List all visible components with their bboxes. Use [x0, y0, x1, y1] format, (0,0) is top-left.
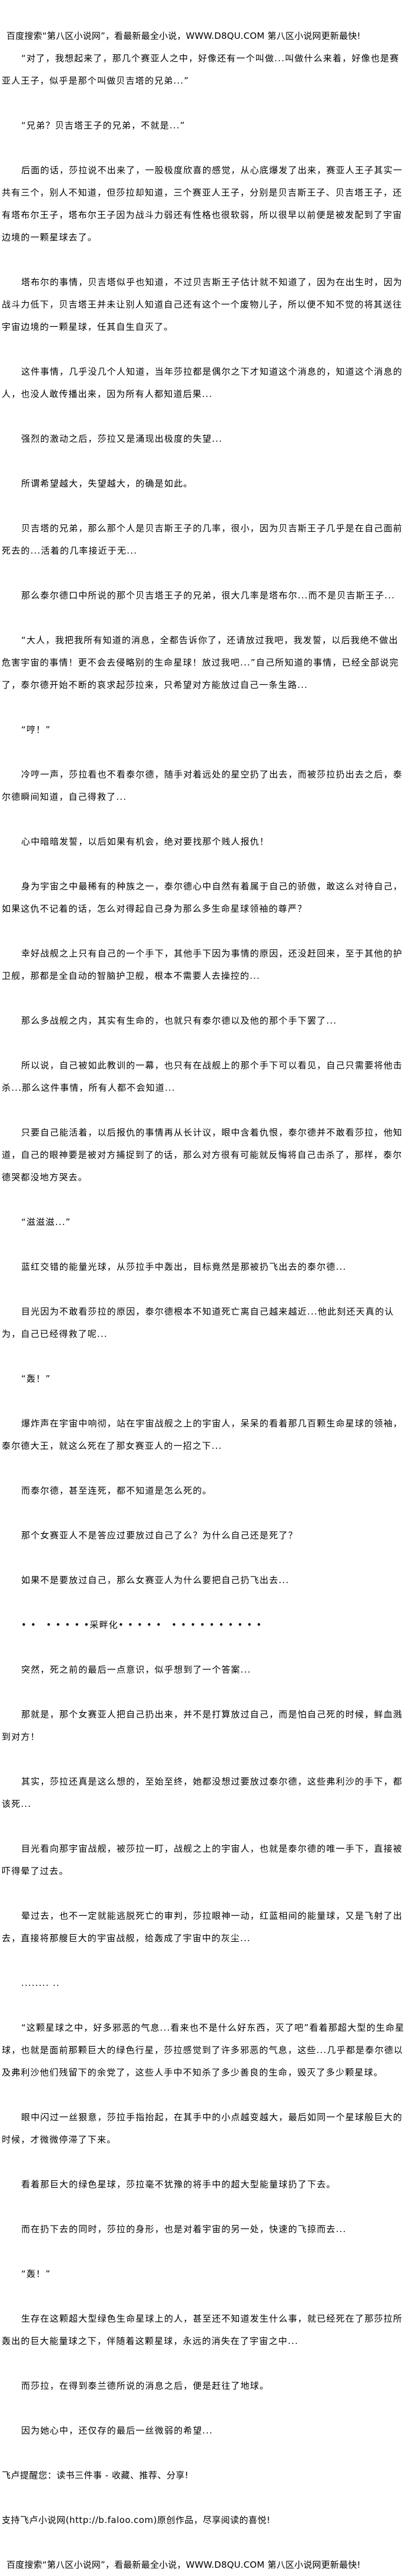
chapter-paragraph: 看着那巨大的绿色星球，莎拉毫不犹豫的将手中的超大型能量球扔了下去。 [21, 2179, 336, 2190]
chapter-paragraph: 幸好战舰之上只有自己的一个手下，其他手下因为事情的原因，还没赶回来，至于其他的护… [2, 948, 403, 981]
footer-note: 飞卢提醒您：读书三件事 - 收藏、推荐、分享! [2, 2470, 189, 2481]
chapter-paragraph: 这件事情，几乎没几个人知道，当年莎拉都是偶尔之下才知道这个消息的，知道这个消息的… [2, 366, 403, 399]
chapter-paragraph: 那么泰尔德口中所说的那个贝吉塔王子的兄弟，很大几率是塔布尔...而不是贝吉斯王子… [21, 590, 396, 601]
chapter-paragraph: 而在扔下去的同时，莎拉的身形，也是对着宇宙的另一处，快速的飞掠而去... [21, 2224, 347, 2234]
footer-note: 支持飞卢小说网(http://b.faloo.com)原创作品，尽享阅读的喜悦! [2, 2515, 271, 2525]
chapter-paragraph: “滋滋滋...” [21, 1217, 71, 1227]
chapter-paragraph: 那就是，那个女赛亚人把自己扔出来，并不是打算放过自己，而是怕自己死的时候，鲜血溅… [2, 1709, 403, 1742]
chapter-paragraph: 那个女赛亚人不是答应过要放过自己了么？为什么自己还是死了？ [21, 1530, 298, 1541]
chapter-paragraph: “哼！” [21, 724, 51, 735]
chapter-paragraph: 而泰尔德，甚至连死，都不知道是怎么死的。 [21, 1485, 212, 1496]
chapter-paragraph: 塔布尔的事情，贝吉塔似乎也知道，不过贝吉斯王子估计就不知道了，因为在出生时，因为… [2, 277, 403, 332]
chapter-paragraph: 而莎拉，在得到泰兰德所说的消息之后，便是赶往了地球。 [21, 2380, 270, 2391]
chapter-paragraph: • • • • • • •采畔化• • • • • • • • • • • • … [21, 1620, 263, 1630]
footer-banner: 百度搜索“第八区小说网”，看最新最全小说，WWW.D8QU.COM 第八区小说网… [6, 2560, 361, 2570]
footer-notes: 飞卢提醒您：读书三件事 - 收藏、推荐、分享! 支持飞卢小说网(http://b.… [2, 2464, 407, 2531]
chapter-paragraph: ........ .. [21, 1978, 60, 1988]
chapter-paragraph: 那么多战舰之内，其实有生命的，也就只有泰尔德以及他的那个手下罢了... [21, 1015, 337, 1026]
chapter-paragraph: “大人，我把我所有知道的消息，全都告诉你了，还请放过我吧，我发誓，以后我绝不做出… [2, 635, 399, 690]
chapter-paragraph: 贝吉塔的兄弟，那么那个人是贝吉斯王子的几率，很小，因为贝吉斯王子几乎是在自己面前… [2, 523, 403, 556]
chapter-paragraph: 身为宇宙之中最稀有的种族之一，泰尔德心中自然有着属于自己的骄傲，敢这么对待自己，… [2, 881, 403, 914]
chapter-paragraph: “轰！” [21, 1373, 51, 1384]
chapter-paragraph: 强烈的激动之后，莎拉又是涌现出极度的失望... [21, 433, 222, 444]
chapter-paragraph: 晕过去，也不一定就能逃脱死亡的审判，莎拉眼神一动，红蓝相间的能量球，又是飞射了出… [2, 1911, 403, 1943]
chapter-paragraph: “这颗星球之中，好多邪恶的气息...看来也不是什么好东西，灭了吧”看着那超大型的… [2, 2022, 405, 2078]
chapter-body: “对了，我想起来了，那几个赛亚人之中，好像还有一个叫做...叫做什么来着，好像也… [2, 47, 407, 2442]
chapter-paragraph: 后面的话，莎拉说不出来了，一股极度欣喜的感觉，从心底爆发了出来，赛亚人王子其实一… [2, 165, 403, 243]
chapter-paragraph: 心中暗暗发誓，以后如果有机会，绝对要找那个贱人报仇！ [21, 836, 270, 847]
chapter-paragraph: 突然，死之前的最后一点意识，似乎想到了一个答案... [21, 1664, 251, 1675]
header-banner: 百度搜索“第八区小说网”，看最新最全小说，WWW.D8QU.COM 第八区小说网… [6, 31, 361, 41]
chapter-paragraph: 所以说，自己被如此教训的一幕，也只有在战舰上的那个手下可以看见，自己只需要将他击… [2, 1060, 403, 1093]
chapter-paragraph: 其实，莎拉还真是这么想的，至始至终，她都没想过要放过泰尔德，这些弗利沙的手下，都… [2, 1776, 403, 1809]
chapter-paragraph: 冷哼一声，莎拉看也不看泰尔德，随手对着远处的星空扔了出去，而被莎拉扔出去之后，泰… [2, 769, 403, 802]
chapter-paragraph: 爆炸声在宇宙中响彻，站在宇宙战舰之上的宇宙人，呆呆的看着那几百颗生命星球的领袖，… [2, 1418, 403, 1451]
chapter-paragraph: “兄弟？贝吉塔王子的兄弟，不就是...” [21, 120, 185, 131]
chapter-paragraph: 如果不是要放过自己，那么女赛亚人为什么要把自己扔飞出去... [21, 1575, 290, 1585]
chapter-paragraph: 因为她心中，还仅存的最后一丝微弱的希望... [21, 2425, 213, 2436]
chapter-paragraph: 眼中闪过一丝狠意，莎拉手指抬起，在其手中的小点越变越大，最后如同一个星球般巨大的… [2, 2112, 403, 2145]
chapter-paragraph: “对了，我想起来了，那几个赛亚人之中，好像还有一个叫做...叫做什么来着，好像也… [2, 53, 400, 86]
chapter-paragraph: 所谓希望越大，失望越大，的确是如此。 [21, 478, 193, 489]
chapter-paragraph: 蓝红交错的能量光球，从莎拉手中轰出，目标竟然是那被扔飞出去的泰尔德... [21, 1261, 347, 1272]
chapter-paragraph: 目光看向那宇宙战舰，被莎拉一盯，战舰之上的宇宙人，也就是泰尔德的唯一手下，直接被… [2, 1843, 403, 1876]
chapter-paragraph: 只要自己能活着，以后报仇的事情再从长计议，眼中含着仇恨，泰尔德并不敢看莎拉，他知… [2, 1127, 403, 1183]
chapter-paragraph: “轰！” [21, 2269, 51, 2279]
chapter-paragraph: 目光因为不敢看莎拉的原因，泰尔德根本不知道死亡离自己越来越近...他此刻还天真的… [2, 1306, 394, 1339]
chapter-paragraph: 生存在这颗超大型绿色生命星球上的人，甚至还不知道发生什么事，就已经死在了那莎拉所… [2, 2313, 403, 2346]
